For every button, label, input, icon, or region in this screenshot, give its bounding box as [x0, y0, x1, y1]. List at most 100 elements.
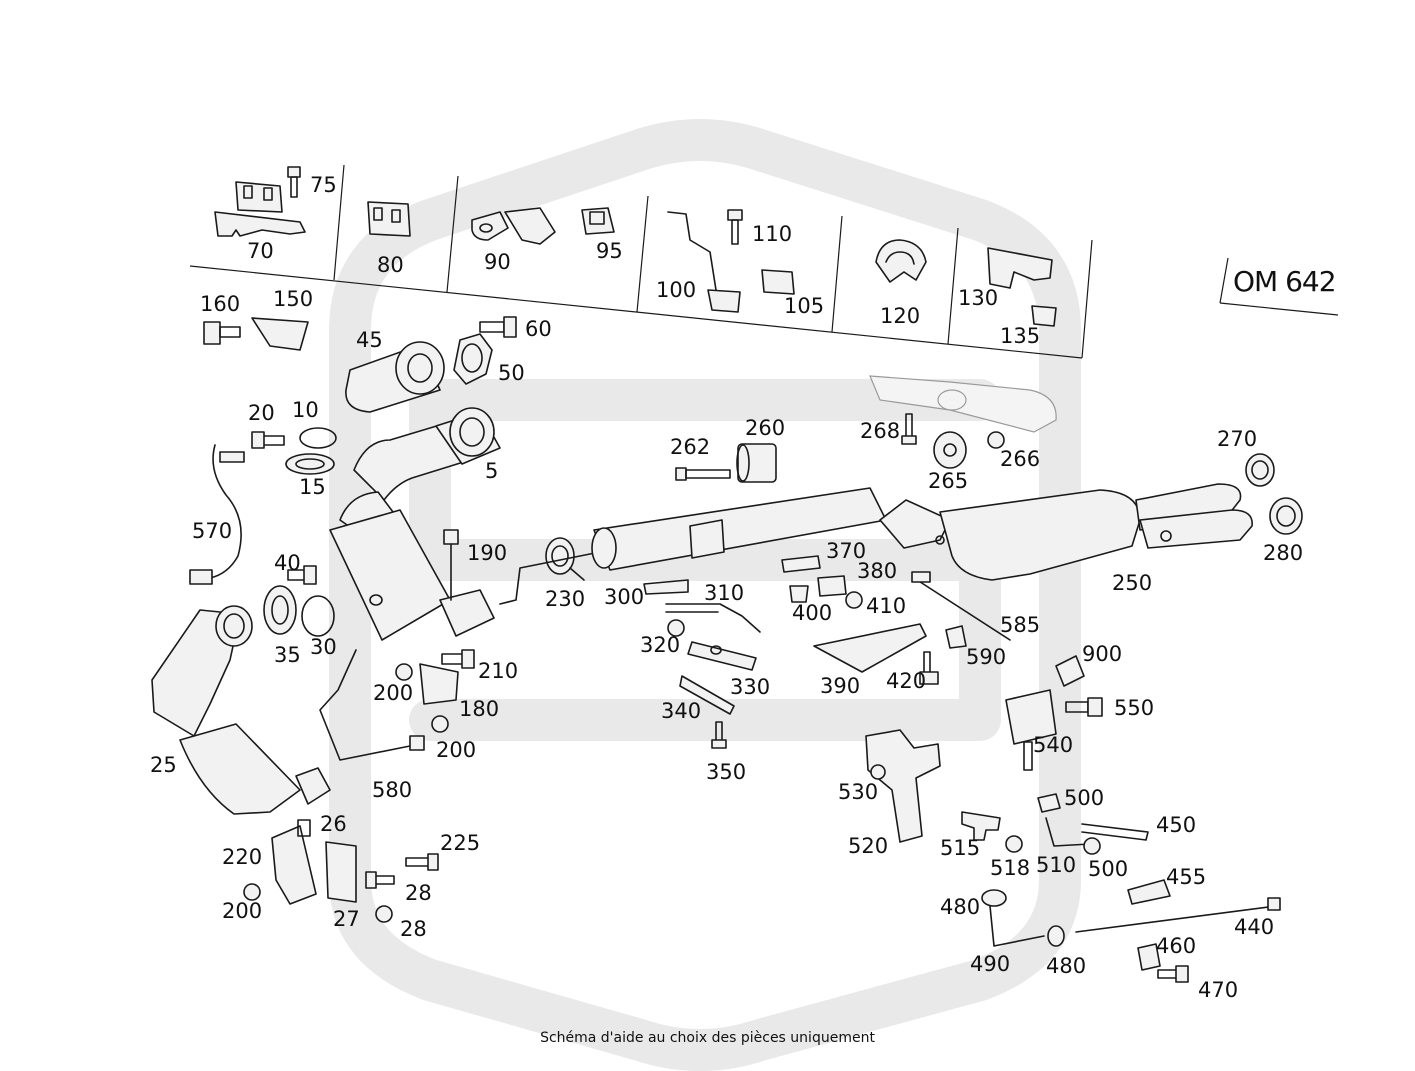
watermark-logo: [329, 119, 1081, 1071]
callout-120: 120: [880, 304, 920, 328]
callout-70: 70: [247, 239, 274, 263]
gasket-50: [453, 333, 493, 385]
callout-15: 15: [299, 475, 326, 499]
bracket-310: [665, 603, 761, 633]
callout-540: 540: [1033, 733, 1073, 757]
callout-60: 60: [525, 317, 552, 341]
bolt-190: [443, 529, 459, 601]
callout-370: 370: [826, 539, 866, 563]
callout-28-a: 28: [405, 881, 432, 905]
callout-200-a: 200: [373, 681, 413, 705]
callout-340: 340: [661, 699, 701, 723]
callout-500-a: 500: [1064, 786, 1104, 810]
pipe-510: [1045, 817, 1091, 847]
callout-390: 390: [820, 674, 860, 698]
callout-350: 350: [706, 760, 746, 784]
plate-150: [251, 317, 309, 351]
callout-30: 30: [310, 635, 337, 659]
callout-210: 210: [478, 659, 518, 683]
bracket-100: [667, 211, 741, 313]
bolt-268: [901, 413, 917, 445]
clip-105: [761, 269, 795, 295]
stud-26: [297, 819, 311, 837]
bolt-28a: [365, 871, 395, 889]
callout-550: 550: [1114, 696, 1154, 720]
callout-590: 590: [966, 645, 1006, 669]
hose-490: [989, 905, 1045, 947]
dpf-body: [329, 509, 495, 641]
callout-75: 75: [310, 173, 337, 197]
callout-480-a: 480: [940, 895, 980, 919]
bracket-80: [367, 201, 411, 237]
callout-520: 520: [848, 834, 888, 858]
callout-320: 320: [640, 633, 680, 657]
callout-35: 35: [274, 643, 301, 667]
bracket-455: [1127, 879, 1171, 905]
callout-300: 300: [604, 585, 644, 609]
rod-440: [1075, 897, 1281, 933]
callout-100: 100: [656, 278, 696, 302]
bracket-90: [471, 207, 556, 245]
nut-500b: [1083, 837, 1101, 855]
diagram-caption: Schéma d'aide au choix des pièces unique…: [540, 1030, 875, 1046]
nut-500a: [1037, 793, 1061, 813]
callout-420: 420: [886, 669, 926, 693]
bolt-40: [287, 565, 317, 585]
callout-460: 460: [1156, 934, 1196, 958]
o2-sensor-570: [189, 444, 245, 585]
mount-260: [736, 443, 777, 483]
bracket-300: [643, 579, 689, 595]
bracket-450: [1081, 823, 1149, 841]
muffler-250: [879, 483, 1253, 581]
callout-28-b: 28: [400, 917, 427, 941]
callout-40: 40: [274, 551, 301, 575]
bolt-550: [1065, 697, 1103, 717]
clip-515: [961, 811, 1001, 841]
callout-27: 27: [333, 907, 360, 931]
intermediate-pipe: [499, 487, 887, 605]
callout-265: 265: [928, 469, 968, 493]
clamp-480a: [981, 889, 1007, 907]
callout-518: 518: [990, 856, 1030, 880]
callout-80: 80: [377, 253, 404, 277]
callout-260: 260: [745, 416, 785, 440]
callout-25: 25: [150, 753, 177, 777]
callout-268: 268: [860, 419, 900, 443]
callout-200-b: 200: [436, 738, 476, 762]
callout-95: 95: [596, 239, 623, 263]
callout-515: 515: [940, 836, 980, 860]
callout-266: 266: [1000, 447, 1040, 471]
bracket-330: [687, 641, 757, 671]
pressure-sensor-540: [1005, 689, 1057, 771]
engine-code-label: OM 642: [1233, 265, 1336, 298]
nut-320: [667, 619, 685, 637]
callout-180: 180: [459, 697, 499, 721]
clip-590: [945, 625, 967, 649]
nut-200a: [395, 663, 413, 681]
heat-sensor-580: [319, 649, 425, 761]
callout-530: 530: [838, 780, 878, 804]
gasket-30: [301, 595, 335, 637]
callout-150: 150: [273, 287, 313, 311]
callout-130: 130: [958, 286, 998, 310]
bracket-180: [419, 663, 459, 705]
bracket-135: [1031, 305, 1057, 327]
clamp-120: [875, 239, 927, 283]
callout-310: 310: [704, 581, 744, 605]
callout-220: 220: [222, 845, 262, 869]
callout-5: 5: [485, 459, 498, 483]
bracket-340: [679, 675, 735, 715]
callout-455: 455: [1166, 865, 1206, 889]
callout-200-c: 200: [222, 899, 262, 923]
clamp-35: [263, 585, 297, 635]
callout-510: 510: [1036, 853, 1076, 877]
callout-50: 50: [498, 361, 525, 385]
callout-250: 250: [1112, 571, 1152, 595]
callout-105: 105: [784, 294, 824, 318]
callout-440: 440: [1234, 915, 1274, 939]
nut-28b: [375, 905, 393, 923]
callout-262: 262: [670, 435, 710, 459]
callout-490: 490: [970, 952, 1010, 976]
bolt-470: [1157, 965, 1189, 983]
